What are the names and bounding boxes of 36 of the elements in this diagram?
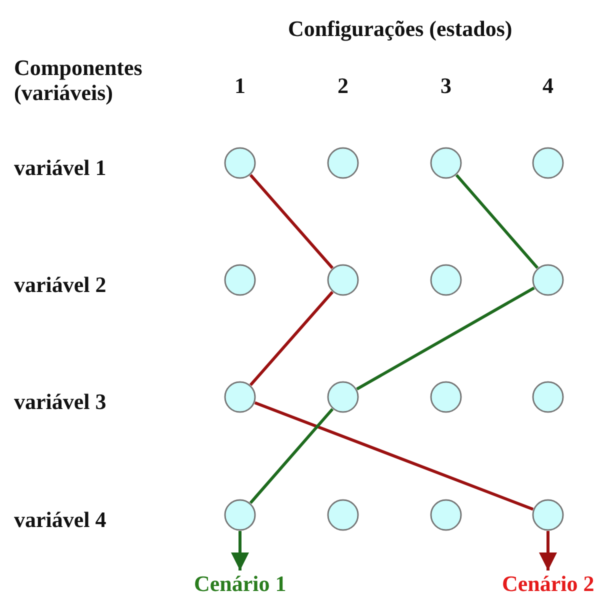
state-circle <box>224 499 256 531</box>
connector-line <box>249 408 334 504</box>
column-number: 3 <box>440 72 452 98</box>
connector-line <box>249 291 334 386</box>
state-circle <box>430 381 462 413</box>
connector-line <box>254 401 534 511</box>
state-circle <box>327 264 359 296</box>
scenario-label: Cenário 1 <box>194 570 286 596</box>
state-circle <box>430 264 462 296</box>
state-circle <box>532 499 564 531</box>
connector-line <box>356 286 535 390</box>
state-circle <box>532 381 564 413</box>
connector-line <box>455 174 539 269</box>
arrow <box>539 531 557 570</box>
row-header: Componentes (variáveis) <box>14 55 144 106</box>
state-circle <box>532 147 564 179</box>
arrow <box>231 531 249 570</box>
state-circle <box>224 381 256 413</box>
state-circle <box>430 499 462 531</box>
state-circle <box>327 381 359 413</box>
state-circle <box>430 147 462 179</box>
state-circle <box>327 499 359 531</box>
state-circle <box>532 264 564 296</box>
state-circle <box>224 264 256 296</box>
column-number: 2 <box>338 72 348 98</box>
row-label: variável 3 <box>14 388 106 414</box>
scenario-label: Cenário 2 <box>502 570 594 596</box>
row-label: variável 4 <box>14 506 106 532</box>
state-circle <box>224 147 256 179</box>
column-header: Configurações (estados) <box>288 16 512 41</box>
column-number: 4 <box>542 72 554 98</box>
connector-line <box>249 174 334 269</box>
row-label: variável 2 <box>14 272 106 297</box>
state-circle <box>327 147 359 179</box>
row-label: variável 1 <box>14 154 106 180</box>
column-number: 1 <box>234 72 246 98</box>
